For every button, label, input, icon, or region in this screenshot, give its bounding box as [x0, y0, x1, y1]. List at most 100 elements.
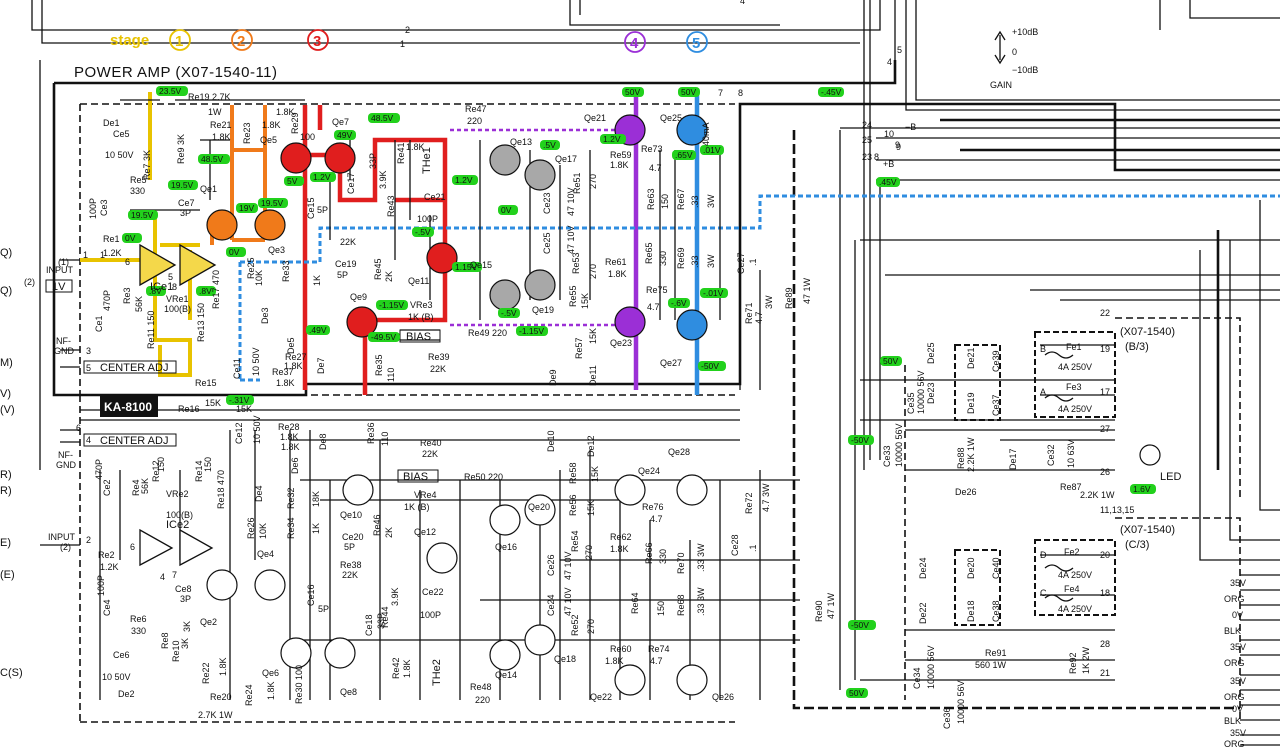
board-c-label-2: (C/3)	[1125, 539, 1149, 551]
svg-text:5P: 5P	[344, 542, 355, 552]
voltage-badge: 48.5V	[198, 154, 230, 164]
svg-text:25: 25	[862, 135, 872, 145]
svg-text:Re41: Re41	[396, 142, 406, 164]
voltage-badge: 19.5V	[168, 180, 198, 190]
power-supply-labels: De25 De23 De21 De19 Ce35 10000 56V Ce39 …	[814, 342, 1181, 729]
svg-text:1.6V: 1.6V	[1133, 484, 1151, 494]
svg-text:2.7K 1W: 2.7K 1W	[198, 710, 233, 720]
svg-text:De8: De8	[318, 433, 328, 450]
svg-text:Qe19: Qe19	[532, 305, 554, 315]
stage-word: stage	[110, 32, 149, 49]
svg-text:3W: 3W	[764, 295, 774, 309]
svg-text:4A 250V: 4A 250V	[1058, 570, 1092, 580]
svg-text:Ce34: Ce34	[912, 667, 922, 689]
svg-text:1.8K: 1.8K	[276, 378, 295, 388]
svg-text:-.45V: -.45V	[821, 87, 842, 97]
svg-text:Ce22: Ce22	[422, 587, 444, 597]
svg-text:Re30 100: Re30 100	[294, 665, 304, 704]
svg-text:47 1W: 47 1W	[802, 277, 812, 304]
voltage-badge: 5V	[284, 176, 304, 186]
svg-text:Ce15: Ce15	[306, 197, 316, 219]
svg-text:.33 3W: .33 3W	[696, 587, 706, 616]
svg-text:.1: .1	[748, 544, 758, 552]
svg-text:56K: 56K	[140, 478, 150, 494]
svg-text:.33: .33	[690, 195, 700, 208]
svg-text:Re67: Re67	[676, 188, 686, 210]
svg-text:5: 5	[168, 272, 173, 282]
svg-text:22K: 22K	[342, 570, 358, 580]
svg-text:VRe2: VRe2	[166, 489, 189, 499]
svg-text:THe1: THe1	[421, 147, 433, 174]
svg-text:22: 22	[1100, 308, 1110, 318]
svg-text:ICe1: ICe1	[150, 281, 173, 293]
svg-text:10000 56V: 10000 56V	[926, 645, 936, 689]
svg-text:-.5V: -.5V	[415, 227, 431, 237]
svg-text:Qe4: Qe4	[257, 549, 274, 559]
svg-text:Re87: Re87	[1060, 482, 1082, 492]
svg-text:100P: 100P	[88, 198, 98, 219]
svg-text:De11: De11	[588, 365, 598, 386]
voltage-badge: 1.2V	[600, 134, 626, 144]
voltage-badge: 19V	[236, 203, 258, 213]
svg-text:Re59: Re59	[610, 150, 632, 160]
svg-text:Qe13: Qe13	[510, 137, 532, 147]
svg-text:Qe10: Qe10	[340, 510, 362, 520]
voltage-badge: -.31V	[226, 395, 254, 405]
svg-text:Ce4: Ce4	[102, 599, 112, 616]
qe16-transistor	[489, 504, 521, 536]
svg-text:19V: 19V	[239, 203, 254, 213]
qe9-transistor	[346, 306, 378, 338]
left-edge: Q) Q) M) V) (V) R) R) E) (E) C(S) INPUT …	[0, 247, 77, 679]
svg-text:270: 270	[588, 174, 598, 189]
qe11-transistor	[426, 242, 458, 274]
svg-text:-.6V: -.6V	[671, 298, 687, 308]
svg-text:Re33: Re33	[281, 260, 291, 282]
svg-text:1.8K: 1.8K	[406, 142, 425, 152]
svg-text:+B: +B	[883, 159, 894, 169]
svg-text:Re37: Re37	[272, 367, 294, 377]
svg-text:Qe5: Qe5	[260, 135, 277, 145]
svg-text:Qe22: Qe22	[590, 692, 612, 702]
svg-text:150: 150	[656, 601, 666, 616]
qe4-transistor	[254, 569, 286, 601]
bias-label-bottom: BIAS	[403, 471, 428, 483]
svg-text:47 10V: 47 10V	[566, 187, 576, 216]
svg-text:-1.15V: -1.15V	[519, 326, 544, 336]
svg-text:18: 18	[1100, 588, 1110, 598]
qe15-transistor	[489, 279, 521, 311]
svg-text:Re62: Re62	[610, 532, 632, 542]
svg-text:.49V: .49V	[309, 325, 327, 335]
svg-text:Fe4: Fe4	[1064, 584, 1080, 594]
svg-text:Qe2: Qe2	[200, 617, 217, 627]
svg-text:10K: 10K	[254, 270, 264, 286]
svg-text:1.8K: 1.8K	[402, 659, 412, 678]
svg-text:INPUT: INPUT	[48, 532, 76, 542]
svg-text:Re70: Re70	[676, 552, 686, 574]
svg-text:.5V: .5V	[543, 140, 556, 150]
svg-text:Re58: Re58	[568, 462, 578, 484]
svg-text:Ce18: Ce18	[364, 614, 374, 636]
led-indicator	[1139, 444, 1161, 466]
svg-text:THe2: THe2	[431, 659, 443, 686]
svg-text:De23: De23	[926, 382, 936, 404]
svg-text:Ce38: Ce38	[991, 600, 1001, 622]
svg-text:Ce12: Ce12	[234, 422, 244, 444]
svg-text:Re20: Re20	[210, 692, 232, 702]
svg-text:Ce24: Ce24	[546, 594, 556, 616]
svg-text:10000 56V: 10000 56V	[916, 370, 926, 414]
svg-text:Re23: Re23	[242, 122, 252, 144]
svg-text:Qe27: Qe27	[660, 358, 682, 368]
svg-text:Re24: Re24	[244, 684, 254, 706]
svg-text:Re48: Re48	[470, 682, 492, 692]
qe6-transistor	[280, 637, 312, 669]
svg-text:50V: 50V	[681, 87, 696, 97]
svg-text:Re60: Re60	[610, 644, 632, 654]
svg-text:1.8K: 1.8K	[262, 120, 281, 130]
svg-text:(2): (2)	[24, 277, 35, 287]
svg-text:Re3: Re3	[122, 287, 132, 304]
svg-text:Re34: Re34	[286, 517, 296, 539]
svg-text:Re56: Re56	[568, 494, 578, 516]
svg-text:1.8K: 1.8K	[284, 361, 303, 371]
qe27-transistor	[676, 309, 708, 341]
